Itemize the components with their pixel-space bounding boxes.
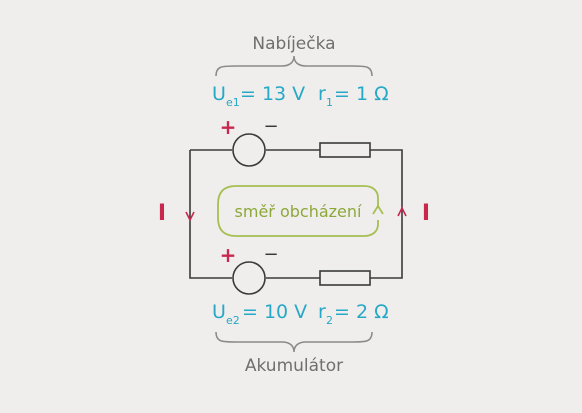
r2-value: = 2 Ω — [334, 301, 389, 323]
charger-source-symbol — [232, 133, 266, 167]
current-arrow-down — [185, 211, 195, 222]
r2-symbol: r — [318, 301, 326, 323]
ue1-subscript: e1 — [226, 96, 240, 109]
r1-subscript: 1 — [326, 96, 333, 109]
current-label-left: I — [158, 201, 166, 226]
top-minus-sign: − — [263, 116, 278, 137]
top-plus-sign: + — [220, 115, 237, 139]
r1-symbol: r — [318, 83, 326, 105]
battery-label: Akumulátor — [245, 356, 343, 376]
ue2-symbol: U — [212, 301, 226, 323]
loop-direction-arrow — [372, 204, 384, 215]
loop-direction-label: směř obcházení — [235, 202, 363, 221]
charger-resistor-symbol — [319, 142, 371, 158]
battery-resistance: r 2 = 2 Ω — [318, 301, 389, 327]
current-label-right: I — [422, 201, 430, 226]
ue2-value: = 10 V — [242, 301, 307, 323]
charger-label: Nabíječka — [252, 34, 335, 54]
bottom-plus-sign: + — [220, 243, 237, 267]
top-brace — [215, 55, 373, 77]
battery-source-symbol — [232, 261, 266, 295]
loop-direction-path — [217, 185, 379, 237]
battery-resistor-symbol — [319, 270, 371, 286]
ue1-symbol: U — [212, 83, 226, 105]
charger-resistance: r 1 = 1 Ω — [318, 83, 389, 109]
bottom-brace — [215, 331, 373, 353]
circuit-wires — [189, 149, 403, 279]
ue2-subscript: e2 — [226, 314, 240, 327]
bottom-minus-sign: − — [263, 244, 278, 265]
battery-voltage: U e2 = 10 V — [212, 301, 307, 327]
r2-subscript: 2 — [326, 314, 333, 327]
current-arrow-up — [397, 206, 407, 217]
wire-left — [189, 150, 232, 279]
r1-value: = 1 Ω — [334, 83, 389, 105]
charger-voltage: U e1 = 13 V — [212, 83, 305, 109]
wire-right — [370, 149, 403, 279]
ue1-value: = 13 V — [240, 83, 305, 105]
